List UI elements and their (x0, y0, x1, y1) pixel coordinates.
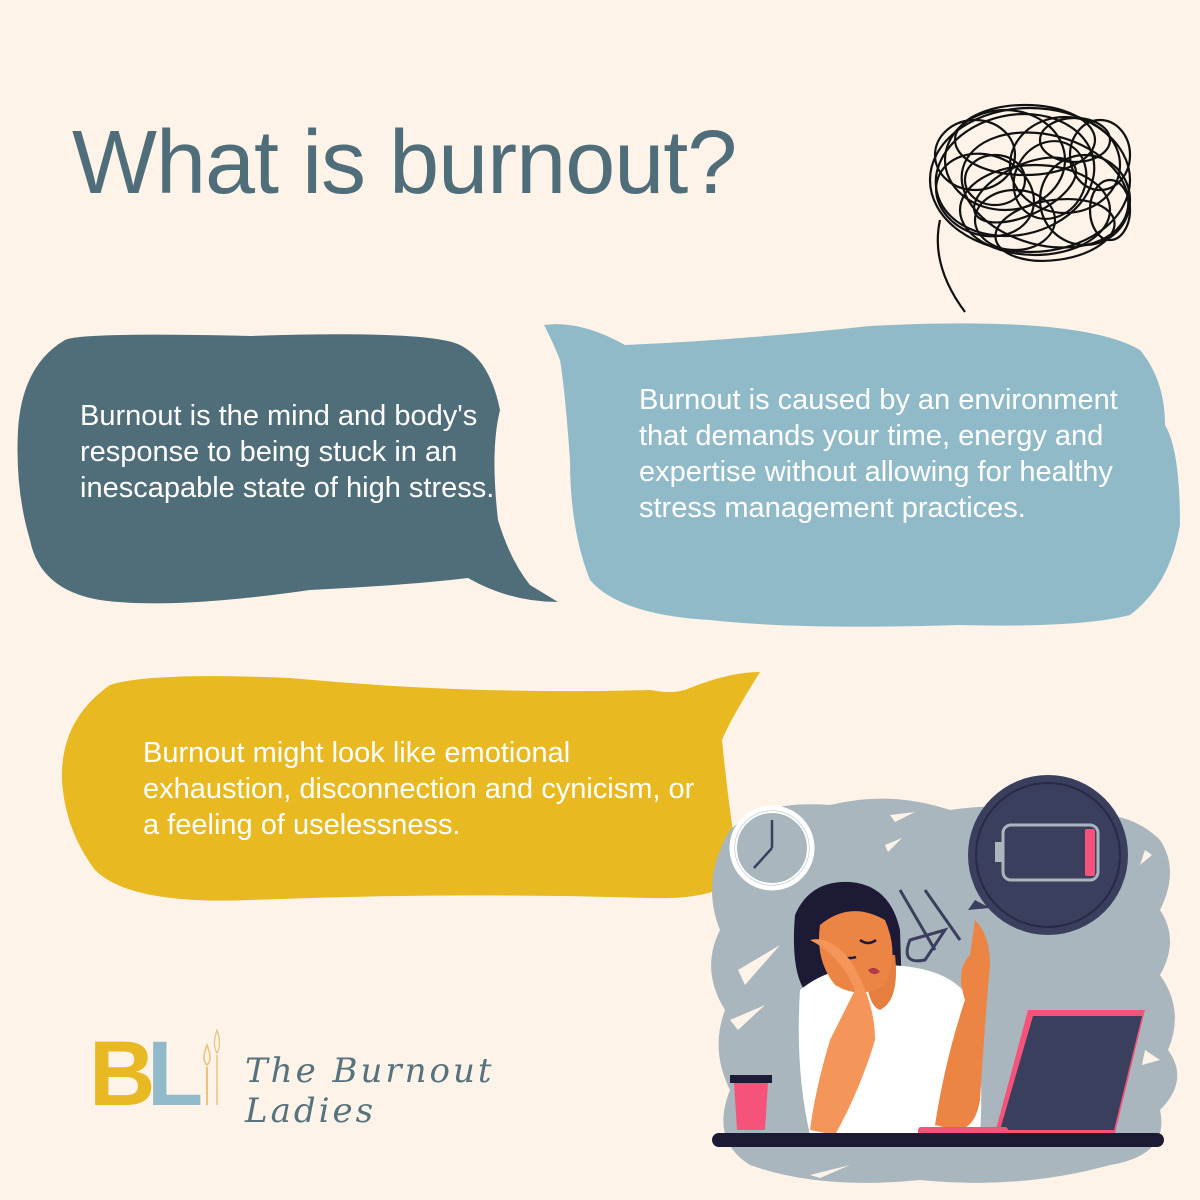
clock-icon (729, 805, 815, 891)
symptoms-text: Burnout might look like emotional exhaus… (143, 737, 695, 841)
logo-monogram-b: B (89, 1023, 155, 1125)
brand-logo: B L The Burnout Ladies (85, 1023, 605, 1131)
symptoms-speech-bubble: Burnout might look like emotional exhaus… (50, 660, 810, 930)
speech-bubble-shape (17, 334, 558, 604)
speech-bubble-shape (61, 672, 760, 901)
speech-bubble-shape (544, 323, 1180, 627)
logo-wordmark: The Burnout Ladies (245, 1051, 495, 1131)
coffee-cup-icon (730, 1075, 772, 1130)
candle-flame-icon (203, 1028, 221, 1105)
cause-speech-bubble: Burnout is caused by an environment that… (540, 310, 1200, 640)
burnout-woman-illustration (711, 775, 1178, 1183)
logo-monogram-l: L (147, 1023, 204, 1125)
cause-text: Burnout is caused by an environment that… (639, 384, 1118, 524)
low-battery-icon (968, 775, 1128, 935)
page-title: What is burnout? (72, 113, 737, 213)
definition-text: Burnout is the mind and body's response … (80, 400, 495, 504)
tangled-scribble-icon (928, 103, 1132, 313)
definition-speech-bubble: Burnout is the mind and body's response … (10, 320, 590, 620)
